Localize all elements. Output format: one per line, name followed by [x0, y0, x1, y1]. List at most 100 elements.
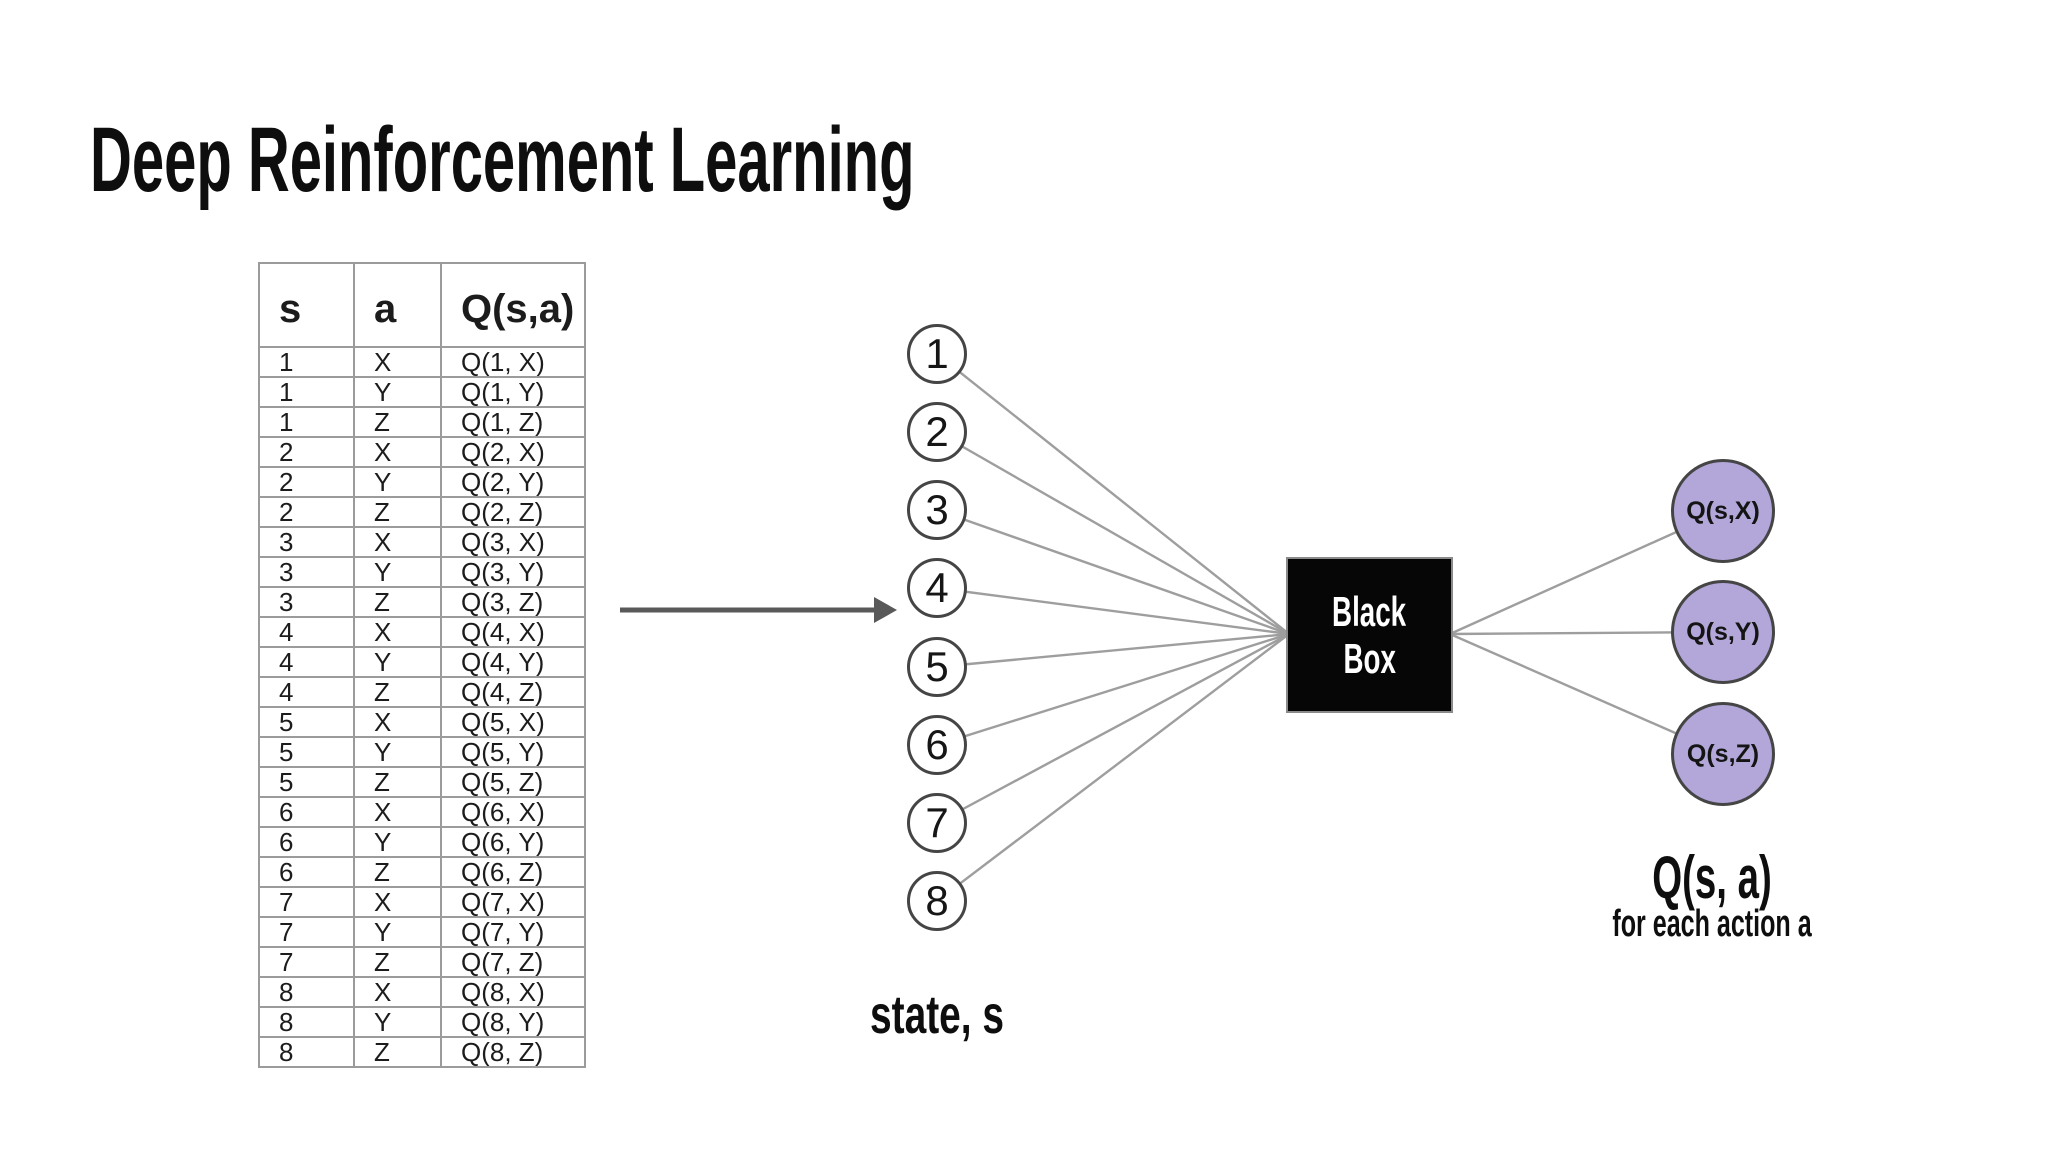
state-node-3: 3	[907, 480, 967, 540]
table-cell: Q(8, Y)	[440, 1006, 586, 1038]
table-cell: Q(1, X)	[440, 346, 586, 378]
state-label: state, s	[870, 985, 1004, 1045]
table-cell: Y	[353, 466, 442, 498]
table-cell: Q(3, Y)	[440, 556, 586, 588]
table-cell: 4	[258, 646, 355, 678]
table-cell: Q(8, X)	[440, 976, 586, 1008]
table-cell: 8	[258, 1036, 355, 1068]
table-cell: X	[353, 616, 442, 648]
table-cell: Y	[353, 1006, 442, 1038]
connection-line	[936, 633, 1290, 902]
output-node-q-s-x: Q(s,X)	[1671, 459, 1775, 563]
table-cell: 7	[258, 916, 355, 948]
state-node-6: 6	[907, 715, 967, 775]
table-cell: X	[353, 346, 442, 378]
table-cell: Q(6, Y)	[440, 826, 586, 858]
table-cell: 5	[258, 706, 355, 738]
table-cell: 7	[258, 886, 355, 918]
connection-line	[936, 586, 1290, 636]
table-cell: Q(1, Y)	[440, 376, 586, 408]
table-cell: Q(2, X)	[440, 436, 586, 468]
table-cell: 2	[258, 466, 355, 498]
table-cell: Q(6, Z)	[440, 856, 586, 888]
table-cell: Y	[353, 556, 442, 588]
table-cell: 6	[258, 796, 355, 828]
connection-line	[936, 632, 1290, 669]
flow-arrow	[620, 597, 897, 623]
table-cell: Q(2, Z)	[440, 496, 586, 528]
output-node-q-s-y: Q(s,Y)	[1671, 580, 1775, 684]
table-cell: 2	[258, 436, 355, 468]
slide-title: Deep Reinforcement Learning	[90, 109, 915, 211]
table-header-cell: s	[258, 262, 355, 348]
table-cell: 1	[258, 376, 355, 408]
connection-line	[936, 508, 1290, 636]
table-cell: Z	[353, 496, 442, 528]
table-header-cell: Q(s,a)	[440, 262, 586, 348]
table-cell: Z	[353, 1036, 442, 1068]
table-cell: 5	[258, 766, 355, 798]
table-cell: Q(3, X)	[440, 526, 586, 558]
table-cell: Z	[353, 676, 442, 708]
table-header-cell: a	[353, 262, 442, 348]
table-cell: Y	[353, 826, 442, 858]
table-cell: X	[353, 706, 442, 738]
table-cell: 7	[258, 946, 355, 978]
table-cell: Q(6, X)	[440, 796, 586, 828]
table-cell: 1	[258, 406, 355, 438]
table-cell: Q(7, Z)	[440, 946, 586, 978]
black-box-label-line1: Black	[1332, 587, 1407, 635]
table-cell: Z	[353, 406, 442, 438]
table-cell: X	[353, 976, 442, 1008]
output-node-q-s-z: Q(s,Z)	[1671, 702, 1775, 806]
table-cell: 3	[258, 586, 355, 618]
table-cell: Q(3, Z)	[440, 586, 586, 618]
connection-line	[936, 632, 1290, 747]
table-cell: Q(7, Y)	[440, 916, 586, 948]
table-cell: 5	[258, 736, 355, 768]
table-cell: X	[353, 886, 442, 918]
table-cell: X	[353, 796, 442, 828]
table-cell: 6	[258, 856, 355, 888]
table-cell: Q(2, Y)	[440, 466, 586, 498]
table-cell: 3	[258, 556, 355, 588]
table-cell: Y	[353, 376, 442, 408]
table-cell: Q(1, Z)	[440, 406, 586, 438]
connection-lines	[936, 353, 1724, 902]
q-output-sublabel: for each action a	[1612, 903, 1812, 945]
table-cell: 8	[258, 1006, 355, 1038]
state-node-8: 8	[907, 871, 967, 931]
table-cell: Y	[353, 736, 442, 768]
black-box-node: Black Box	[1286, 557, 1453, 713]
table-cell: 4	[258, 676, 355, 708]
table-cell: X	[353, 526, 442, 558]
state-node-4: 4	[907, 558, 967, 618]
state-node-5: 5	[907, 637, 967, 697]
table-cell: Z	[353, 586, 442, 618]
state-node-1: 1	[907, 324, 967, 384]
table-cell: 3	[258, 526, 355, 558]
table-cell: Y	[353, 646, 442, 678]
